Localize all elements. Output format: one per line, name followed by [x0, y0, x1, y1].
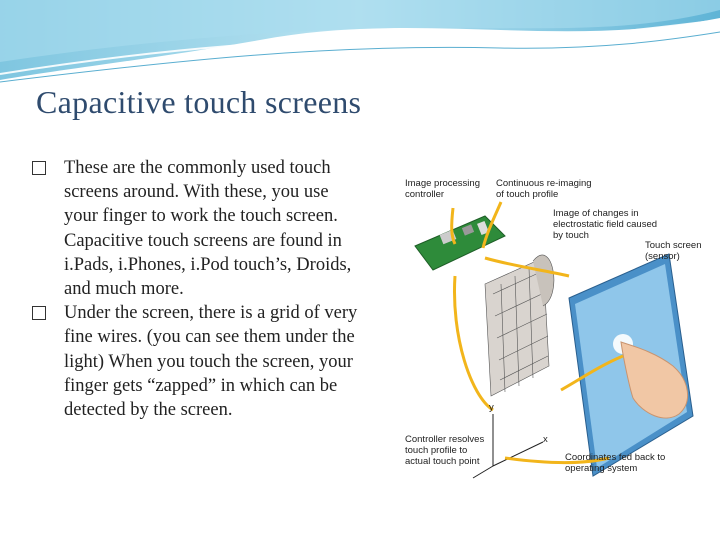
- label-image-processing: Image processing controller: [405, 178, 480, 200]
- label-continuous-reimaging: Continuous re-imaging of touch profile: [496, 178, 592, 200]
- label-image-of-changes: Image of changes in electrostatic field …: [553, 208, 658, 241]
- diagram-illustration: [414, 201, 694, 479]
- label-coordinates: Coordinates fed back to operating system: [565, 452, 666, 474]
- controller-board-icon: [414, 215, 506, 271]
- header-wave-decoration: [0, 0, 720, 83]
- coordinate-axes-icon: [472, 414, 544, 479]
- bullet-item: Under the screen, there is a grid of ver…: [32, 301, 362, 422]
- bullet-text: Under the screen, there is a grid of ver…: [64, 303, 358, 421]
- finger-hand-icon: [620, 341, 688, 419]
- label-axis-y: y: [489, 402, 494, 413]
- bullet-item: These are the commonly used touch screen…: [32, 156, 362, 301]
- field-image-grid-icon: [484, 254, 555, 397]
- bullet-list: These are the commonly used touch screen…: [32, 156, 362, 422]
- label-controller-resolves: Controller resolves touch profile to act…: [405, 434, 485, 467]
- bullet-text: These are the commonly used touch screen…: [64, 158, 352, 300]
- label-touch-screen: Touch screen (sensor): [645, 240, 702, 262]
- bullet-square-icon: [32, 161, 46, 175]
- capacitive-touch-diagram: Image processing controller Continuous r…: [393, 166, 709, 488]
- label-axis-x: x: [543, 434, 548, 445]
- bullet-square-icon: [32, 306, 46, 321]
- slide-title: Capacitive touch screens: [36, 84, 362, 120]
- process-arrows: [450, 201, 624, 465]
